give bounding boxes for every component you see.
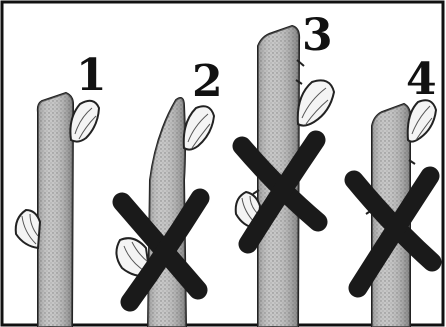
stem-2-label: 2 [192,56,223,107]
bud-icon [408,100,436,141]
stem-1: 1 [16,50,107,327]
stem-2: 2 [116,56,222,327]
bud-icon [70,101,99,142]
stem-4-label: 4 [406,54,437,105]
stem-4: 4 [354,54,437,327]
stem-3-label: 3 [302,10,333,61]
bud-icon [184,106,214,149]
stem-1-label: 1 [76,50,107,101]
bud-icon [298,80,334,125]
bud-icon [16,210,40,248]
stem-3: 3 [236,10,334,327]
